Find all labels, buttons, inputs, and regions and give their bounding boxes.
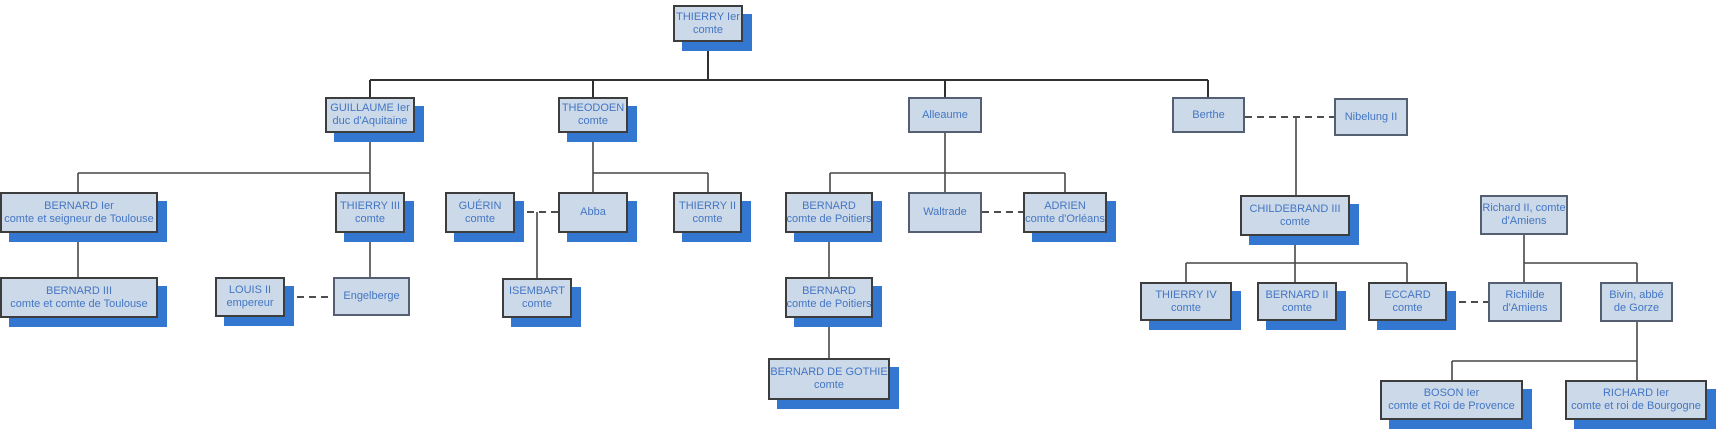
person-title: comte d'Orléans <box>1025 212 1105 225</box>
person-title: comte <box>814 379 844 391</box>
tree-node-bivin[interactable]: Bivin, abbé de Gorze <box>1600 282 1673 322</box>
tree-node-theodoen[interactable]: THEODOEN comte <box>558 97 628 133</box>
tree-node-thierry-4[interactable]: THIERRY IV comte <box>1140 282 1232 321</box>
tree-node-richard-1er[interactable]: RICHARD Ier comte et roi de Bourgogne <box>1565 380 1707 420</box>
person-name: CHILDEBRAND III <box>1249 202 1341 215</box>
tree-node-richard-2-amiens[interactable]: Richard II, comte d'Amiens <box>1480 195 1568 235</box>
person-name: Bivin, abbé <box>1609 289 1664 301</box>
person-name: BERNARD <box>802 284 856 297</box>
tree-node-nibelung-2[interactable]: Nibelung II <box>1334 98 1408 136</box>
tree-node-bernard-poitiers-2[interactable]: BERNARD comte de Poitiers <box>785 277 873 318</box>
person-title: comte <box>693 23 723 36</box>
tree-node-childebrand-3[interactable]: CHILDEBRAND III comte <box>1240 195 1350 236</box>
person-name: RICHARD Ier <box>1602 387 1669 399</box>
person-title: d'Amiens <box>1502 302 1548 314</box>
person-title: comte <box>578 115 608 127</box>
tree-node-guillaume-1er[interactable]: GUILLAUME Ier duc d'Aquitaine <box>325 97 415 133</box>
person-name: Nibelung II <box>1344 110 1398 123</box>
person-title: comte <box>522 298 552 310</box>
tree-node-boson-1er[interactable]: BOSON Ier comte et Roi de Provence <box>1380 380 1523 420</box>
tree-node-richilde[interactable]: Richilde d'Amiens <box>1488 282 1562 322</box>
person-title: comte et seigneur de Toulouse <box>4 212 154 225</box>
person-title: comte et comte de Toulouse <box>10 297 148 310</box>
person-title: comte <box>1280 215 1310 228</box>
tree-node-eccard[interactable]: ECCARD comte <box>1368 282 1447 321</box>
tree-node-bernard-1er[interactable]: BERNARD Ier comte et seigneur de Toulous… <box>0 192 158 233</box>
tree-node-engelberge[interactable]: Engelberge <box>333 277 410 316</box>
person-name: Abba <box>580 206 606 218</box>
tree-node-louis-2[interactable]: LOUIS II empereur <box>215 277 285 317</box>
person-name: THIERRY Ier <box>676 10 740 23</box>
person-name: ECCARD <box>1384 288 1431 301</box>
person-title: comte et Roi de Provence <box>1388 400 1515 412</box>
person-name: THEODOEN <box>561 102 625 114</box>
person-name: BERNARD II <box>1265 288 1329 301</box>
person-name: BOSON Ier <box>1423 387 1480 399</box>
person-title: d'Amiens <box>1501 215 1547 227</box>
tree-node-isembart[interactable]: ISEMBART comte <box>502 278 572 318</box>
tree-node-thierry-2[interactable]: THIERRY II comte <box>673 192 742 233</box>
person-name: BERNARD <box>802 199 856 212</box>
person-title: comte de Poitiers <box>786 297 872 310</box>
person-title: comte <box>355 212 385 225</box>
person-name: Waltrade <box>923 206 967 218</box>
tree-node-bernard-de-gothie[interactable]: BERNARD DE GOTHIE comte <box>768 358 890 400</box>
person-title: comte et roi de Bourgogne <box>1571 400 1701 412</box>
person-name: Berthe <box>1192 108 1225 121</box>
person-name: ADRIEN <box>1044 199 1086 212</box>
tree-node-waltrade[interactable]: Waltrade <box>908 192 982 233</box>
person-title: comte <box>1171 301 1201 314</box>
tree-node-guerin[interactable]: GUÉRIN comte <box>445 192 515 233</box>
person-name: THIERRY IV <box>1155 288 1217 301</box>
person-name: THIERRY III <box>339 199 401 212</box>
person-name: THIERRY II <box>678 199 737 212</box>
person-name: Alleaume <box>922 108 968 121</box>
person-title: comte <box>1392 301 1423 314</box>
person-title: comte <box>465 212 495 225</box>
person-name: BERNARD Ier <box>44 199 114 212</box>
person-title: comte <box>692 212 723 225</box>
tree-node-bernard-3[interactable]: BERNARD III comte et comte de Toulouse <box>0 277 158 318</box>
tree-node-abba[interactable]: Abba <box>558 192 628 233</box>
person-name: GUILLAUME Ier <box>330 102 410 114</box>
tree-node-bernard-poitiers-1[interactable]: BERNARD comte de Poitiers <box>785 192 873 233</box>
person-title: comte de Poitiers <box>786 212 872 225</box>
person-title: de Gorze <box>1613 302 1660 314</box>
person-name: BERNARD III <box>45 284 112 297</box>
person-title: duc d'Aquitaine <box>332 115 408 127</box>
person-name: GUÉRIN <box>458 199 502 212</box>
tree-node-berthe[interactable]: Berthe <box>1172 97 1245 133</box>
person-name: BERNARD DE GOTHIE <box>770 366 888 378</box>
tree-node-thierry-3[interactable]: THIERRY III comte <box>335 192 405 233</box>
tree-node-thierry-1er[interactable]: THIERRY Ier comte <box>673 5 743 42</box>
person-name: LOUIS II <box>228 284 272 296</box>
tree-node-adrien[interactable]: ADRIEN comte d'Orléans <box>1023 192 1107 233</box>
person-name: ISEMBART <box>508 285 566 297</box>
person-name: Engelberge <box>343 290 400 302</box>
tree-node-bernard-2[interactable]: BERNARD II comte <box>1257 282 1337 321</box>
person-title: comte <box>1282 301 1312 314</box>
tree-node-alleaume[interactable]: Alleaume <box>908 97 982 133</box>
person-name: Richilde <box>1505 289 1545 301</box>
person-title: empereur <box>226 297 274 309</box>
person-name: Richard II, comte <box>1482 202 1566 214</box>
